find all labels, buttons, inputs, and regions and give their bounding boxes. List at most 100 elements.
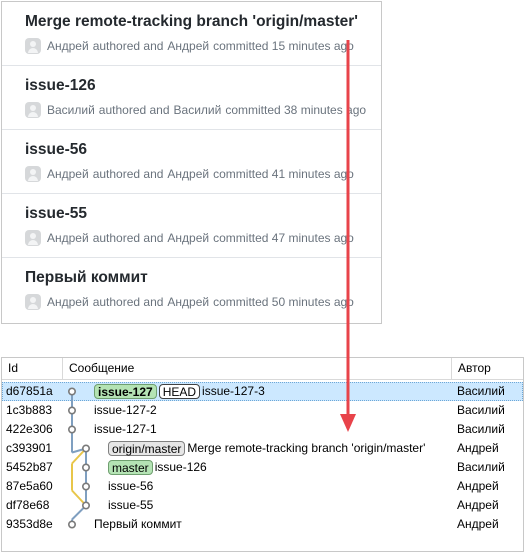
commit-author: Василий (457, 460, 505, 474)
column-divider[interactable] (451, 358, 452, 379)
commit-message-cell: issue-56 (108, 477, 153, 496)
table-row[interactable]: 9353d8e Первый коммит Андрей (2, 515, 523, 534)
commit-card[interactable]: issue-56 Андрей authored and Андрей comm… (2, 130, 381, 194)
table-header: Id Сообщение Автор (2, 358, 523, 380)
commit-time: committed 38 minutes ago (225, 103, 367, 117)
commit-author: Андрей (47, 167, 89, 181)
table-row[interactable]: 1c3b883 issue-127-2 Василий (2, 401, 523, 420)
commit-time: committed 47 minutes ago (213, 231, 354, 245)
column-header-author[interactable]: Автор (458, 361, 491, 375)
avatar-icon (25, 166, 41, 182)
table-row[interactable]: 5452b87 master issue-126 Василий (2, 458, 523, 477)
commit-meta: Андрей authored and Андрей committed 41 … (25, 166, 381, 182)
commit-time: committed 50 minutes ago (213, 295, 354, 309)
commit-authored-text: authored and (92, 167, 164, 181)
table-row[interactable]: df78e68 issue-55 Андрей (2, 496, 523, 515)
commit-committer: Андрей (167, 295, 210, 309)
column-header-message[interactable]: Сообщение (69, 361, 135, 375)
commit-meta: Василий authored and Василий committed 3… (25, 102, 381, 118)
commit-card[interactable]: issue-55 Андрей authored and Андрей comm… (2, 194, 381, 258)
commit-node-icon[interactable] (82, 501, 91, 510)
commit-message: issue-56 (108, 479, 154, 493)
branch-tag[interactable]: issue-127 (94, 384, 157, 399)
head-tag[interactable]: HEAD (158, 384, 201, 399)
commit-message: Первый коммит (94, 517, 182, 531)
commit-id: df78e68 (6, 498, 50, 512)
avatar-icon (25, 38, 41, 54)
commit-message: issue-55 (108, 498, 154, 512)
commit-id: 9353d8e (6, 517, 53, 531)
table-row[interactable]: 422e306 issue-127-1 Василий (2, 420, 523, 439)
commit-authored-text: authored and (92, 231, 164, 245)
table-row[interactable]: c393901 origin/master Merge remote-track… (2, 439, 523, 458)
commit-author: Андрей (47, 231, 89, 245)
commit-node-icon[interactable] (82, 482, 91, 491)
commit-authored-text: authored and (92, 295, 164, 309)
commit-id: d67851a (6, 384, 53, 398)
commit-node-icon[interactable] (82, 463, 91, 472)
commit-message-cell: Первый коммит (94, 515, 182, 534)
commit-message-cell: origin/master Merge remote-tracking bran… (108, 439, 425, 458)
avatar-icon (25, 230, 41, 246)
branch-tag[interactable]: master (108, 460, 153, 475)
commit-committer: Василий (173, 103, 222, 117)
commit-author: Василий (457, 384, 505, 398)
commit-message-cell: issue-127 HEAD issue-127-3 (94, 382, 265, 401)
table-row[interactable]: 87e5a60 issue-56 Андрей (2, 477, 523, 496)
commit-time: committed 41 minutes ago (213, 167, 354, 181)
commit-card[interactable]: Merge remote-tracking branch 'origin/mas… (2, 2, 381, 66)
remote-branch-tag[interactable]: origin/master (108, 441, 186, 456)
commit-author: Андрей (457, 441, 499, 455)
commit-id: c393901 (6, 441, 53, 455)
commit-message-cell: issue-127-1 (94, 420, 157, 439)
column-header-id[interactable]: Id (8, 361, 19, 375)
commit-message-cell: issue-55 (108, 496, 153, 515)
commit-message: issue-127-2 (94, 403, 157, 417)
commit-author: Василий (47, 103, 95, 117)
commit-time: committed 15 minutes ago (213, 39, 354, 53)
commit-committer: Андрей (167, 167, 210, 181)
commit-author: Василий (457, 403, 505, 417)
commit-author: Андрей (47, 39, 89, 53)
commit-author: Андрей (457, 479, 499, 493)
commit-card[interactable]: Первый коммит Андрей authored and Андрей… (2, 258, 381, 322)
commit-meta: Андрей authored and Андрей committed 47 … (25, 230, 381, 246)
commit-authored-text: authored and (92, 39, 164, 53)
commit-author: Андрей (47, 295, 89, 309)
commit-title[interactable]: issue-55 (25, 205, 88, 222)
commit-id: 87e5a60 (6, 479, 53, 493)
commit-authored-text: authored and (98, 103, 170, 117)
commit-title[interactable]: issue-56 (25, 141, 88, 158)
commit-title[interactable]: Merge remote-tracking branch 'origin/mas… (25, 13, 358, 30)
commit-committer: Андрей (167, 231, 210, 245)
commit-node-icon[interactable] (68, 425, 77, 434)
commit-message-cell: issue-127-2 (94, 401, 157, 420)
commit-meta: Андрей authored and Андрей committed 15 … (25, 38, 381, 54)
commit-message: issue-127-1 (94, 422, 157, 436)
commit-title[interactable]: Первый коммит (25, 269, 148, 286)
commit-message: issue-126 (154, 460, 207, 474)
avatar-icon (25, 102, 41, 118)
commit-message: Merge remote-tracking branch 'origin/mas… (187, 441, 426, 455)
commit-author: Андрей (457, 517, 499, 531)
commit-author: Андрей (457, 498, 499, 512)
commit-id: 5452b87 (6, 460, 53, 474)
commit-node-icon[interactable] (82, 444, 91, 453)
graph-nodes (68, 387, 91, 529)
commit-title[interactable]: issue-126 (25, 77, 96, 94)
commit-node-icon[interactable] (68, 387, 77, 396)
commit-meta: Андрей authored and Андрей committed 50 … (25, 294, 381, 310)
commit-committer: Андрей (167, 39, 210, 53)
history-table: Id Сообщение Автор d67851a issue-127 HEA… (1, 357, 524, 552)
commit-id: 422e306 (6, 422, 53, 436)
column-divider[interactable] (62, 358, 63, 379)
commit-node-icon[interactable] (68, 520, 77, 529)
commit-card[interactable]: issue-126 Василий authored and Василий c… (2, 66, 381, 130)
commit-graph (68, 387, 91, 529)
avatar-icon (25, 294, 41, 310)
commit-node-icon[interactable] (68, 406, 77, 415)
table-row[interactable]: d67851a issue-127 HEAD issue-127-3 Васил… (2, 382, 523, 401)
commit-message-cell: master issue-126 (108, 458, 207, 477)
commit-message: issue-127-3 (202, 384, 265, 398)
commit-list-panel: Merge remote-tracking branch 'origin/mas… (1, 1, 382, 324)
